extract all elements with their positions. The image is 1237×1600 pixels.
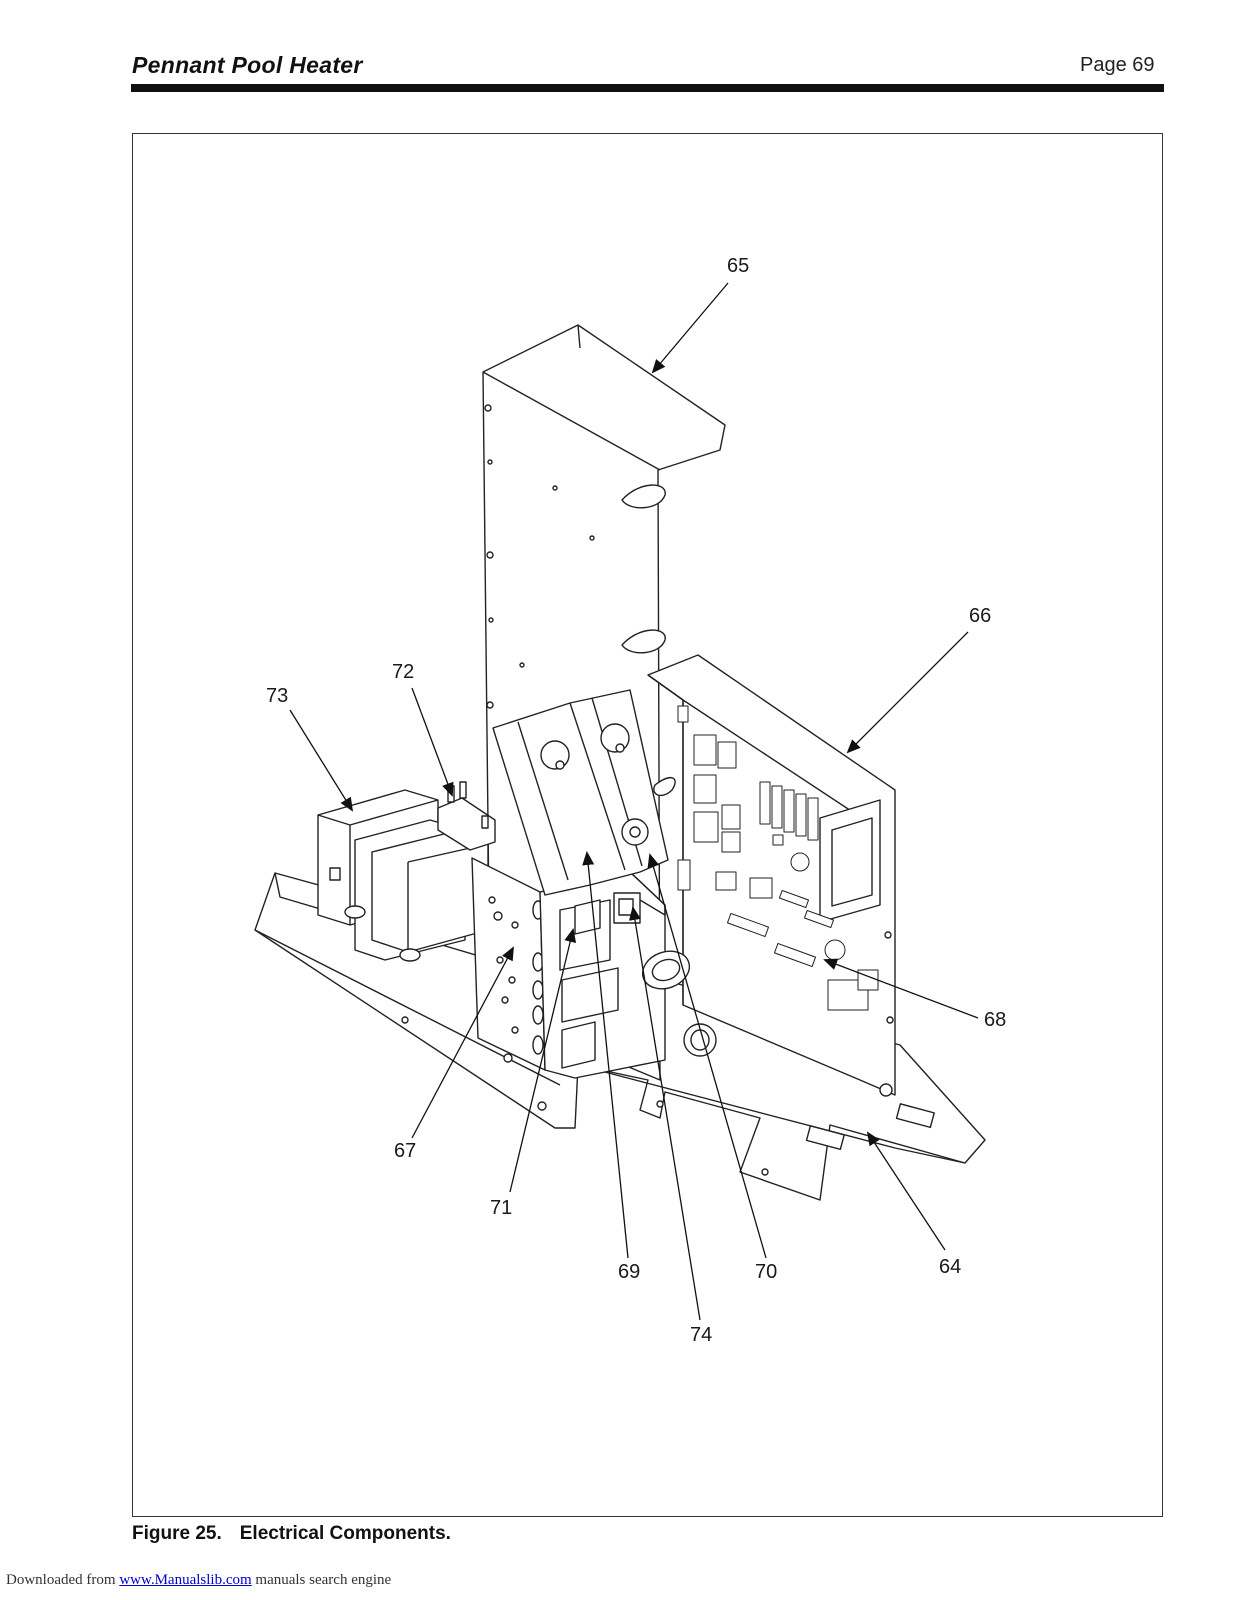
- document-header-title: Pennant Pool Heater: [132, 52, 363, 78]
- callout-70: 70: [755, 1261, 777, 1283]
- callout-71: 71: [490, 1197, 512, 1219]
- transformer: [317, 789, 489, 962]
- callout-69: 69: [618, 1261, 640, 1283]
- callout-64: 64: [939, 1256, 961, 1278]
- callout-68: 68: [984, 1009, 1006, 1031]
- footer-prefix: Downloaded from: [6, 1572, 120, 1588]
- callout-73: 73: [266, 685, 288, 707]
- callout-72: 72: [392, 661, 414, 683]
- ignition-modules: [492, 689, 669, 896]
- page-number: Page 69: [1080, 54, 1155, 76]
- figure-frame: [132, 133, 1163, 1517]
- callout-66: 66: [969, 605, 991, 627]
- switch-box: [539, 871, 666, 1079]
- figure-caption: Figure 25. Electrical Components.: [132, 1523, 451, 1545]
- callout-65: 65: [727, 255, 749, 277]
- callout-74: 74: [690, 1324, 712, 1346]
- figure-number: Figure 25.: [132, 1523, 222, 1544]
- control-board-enclosure: [647, 654, 896, 1097]
- manualslib-link[interactable]: www.Manualslib.com: [119, 1572, 252, 1588]
- side-bracket: [471, 857, 546, 1071]
- figure-title: Electrical Components.: [239, 1523, 451, 1544]
- footer-suffix: manuals search engine: [251, 1572, 392, 1588]
- callout-67: 67: [394, 1140, 416, 1162]
- flame-sensor-rings: [641, 950, 717, 1057]
- header-rule: [131, 84, 1164, 92]
- download-footer: Downloaded from www.Manualslib.com manua…: [6, 1572, 391, 1589]
- callout-labels: 65 66 73 72 68 67 71 69 70 64 74: [266, 255, 1006, 1346]
